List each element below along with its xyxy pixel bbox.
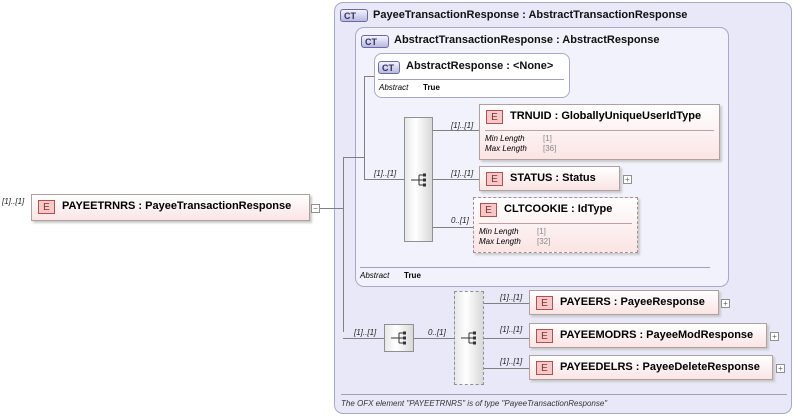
payeedelrs-multiplicity: [1]..[1] xyxy=(500,357,523,366)
abstract-label: Abstract xyxy=(360,271,390,280)
caption-divider xyxy=(341,394,787,395)
type-caption: The OFX element "PAYEETRNRS" is of type … xyxy=(341,399,608,408)
connector xyxy=(364,76,365,179)
root-multiplicity: [1]..[1] xyxy=(2,197,25,206)
element-label: PAYEETRNRS : PayeeTransactionResponse xyxy=(62,200,292,212)
connector xyxy=(414,338,454,339)
connector xyxy=(484,368,529,369)
facet-label: Max Length xyxy=(479,237,521,246)
cltcookie-multiplicity: 0..[1] xyxy=(451,216,469,225)
seq2-multiplicity: [1]..[1] xyxy=(354,328,377,337)
connector xyxy=(433,130,479,131)
sequence-compositor xyxy=(404,117,433,242)
element-trnuid[interactable]: E TRNUID : GloballyUniqueUserIdType Min … xyxy=(479,104,720,160)
element-label: PAYEERS : PayeeResponse xyxy=(560,296,705,308)
facet-label: Min Length xyxy=(485,134,525,143)
connector xyxy=(313,208,343,209)
element-payeedelrs[interactable]: E PAYEEDELRS : PayeeDeleteResponse xyxy=(529,355,773,380)
element-status[interactable]: E STATUS : Status xyxy=(479,166,620,191)
status-multiplicity: [1]..[1] xyxy=(451,169,474,178)
facet-value: [1] xyxy=(543,134,552,143)
sequence-icon xyxy=(410,173,426,186)
ct-label: AbstractResponse : <None> xyxy=(406,60,554,72)
seq1-multiplicity: [1]..[1] xyxy=(374,169,397,178)
ct-badge: CT xyxy=(361,35,389,48)
expand-button[interactable]: + xyxy=(721,299,730,308)
ct-badge: CT xyxy=(378,61,400,74)
choice-compositor xyxy=(454,291,484,385)
element-payeetrnrs[interactable]: E PAYEETRNRS : PayeeTransactionResponse xyxy=(31,194,310,221)
facet-label: Min Length xyxy=(479,227,519,236)
facet-value: [36] xyxy=(543,144,557,153)
connector xyxy=(433,179,479,180)
ct-abstract-response: CT AbstractResponse : <None> Abstract Tr… xyxy=(374,53,570,98)
element-label: TRNUID : GloballyUniqueUserIdType xyxy=(510,110,702,122)
connector xyxy=(484,338,529,339)
connector xyxy=(484,303,529,304)
connector xyxy=(343,338,384,339)
abstract-label: Abstract xyxy=(379,83,409,92)
facet-value: [1] xyxy=(537,227,546,236)
facet-divider xyxy=(485,130,714,131)
sequence-icon xyxy=(391,331,406,345)
facet-label: Max Length xyxy=(485,144,527,153)
element-payeers[interactable]: E PAYEERS : PayeeResponse xyxy=(529,290,719,315)
ct-label: AbstractTransactionResponse : AbstractRe… xyxy=(394,34,660,46)
element-label: PAYEEMODRS : PayeeModResponse xyxy=(560,329,754,341)
expand-button[interactable]: + xyxy=(623,175,632,184)
choice-icon xyxy=(461,331,476,345)
ct-badge: CT xyxy=(340,9,368,22)
abstract-divider xyxy=(360,267,710,268)
expand-button[interactable]: + xyxy=(770,332,779,341)
ct-label: PayeeTransactionResponse : AbstractTrans… xyxy=(373,9,688,21)
abstract-value: True xyxy=(423,83,440,92)
element-label: CLTCOOKIE : IdType xyxy=(504,203,613,215)
element-cltcookie[interactable]: E CLTCOOKIE : IdType Min Length [1] Max … xyxy=(473,197,638,253)
connector xyxy=(343,157,344,332)
connector xyxy=(364,76,374,77)
element-badge: E xyxy=(536,361,553,375)
trnuid-multiplicity: [1]..[1] xyxy=(451,121,474,130)
collapse-button[interactable]: − xyxy=(311,204,320,213)
choice-multiplicity: 0..[1] xyxy=(428,328,446,337)
connector xyxy=(433,227,473,228)
abstract-divider xyxy=(378,79,564,80)
element-badge: E xyxy=(480,203,497,217)
connector xyxy=(364,179,404,180)
element-badge: E xyxy=(536,329,553,343)
element-badge: E xyxy=(486,110,503,124)
element-label: PAYEEDELRS : PayeeDeleteResponse xyxy=(560,361,760,373)
facet-value: [32] xyxy=(537,237,551,246)
expand-button[interactable]: + xyxy=(776,364,785,373)
element-badge: E xyxy=(536,296,553,310)
element-badge: E xyxy=(38,200,55,214)
abstract-value: True xyxy=(404,271,421,280)
payeers-multiplicity: [1]..[1] xyxy=(500,293,523,302)
payeemodrs-multiplicity: [1]..[1] xyxy=(500,325,523,334)
element-payeemodrs[interactable]: E PAYEEMODRS : PayeeModResponse xyxy=(529,323,767,348)
element-badge: E xyxy=(486,172,503,186)
sequence-compositor xyxy=(384,324,414,352)
element-label: STATUS : Status xyxy=(510,172,596,184)
facet-divider xyxy=(479,223,632,224)
connector xyxy=(343,157,365,158)
